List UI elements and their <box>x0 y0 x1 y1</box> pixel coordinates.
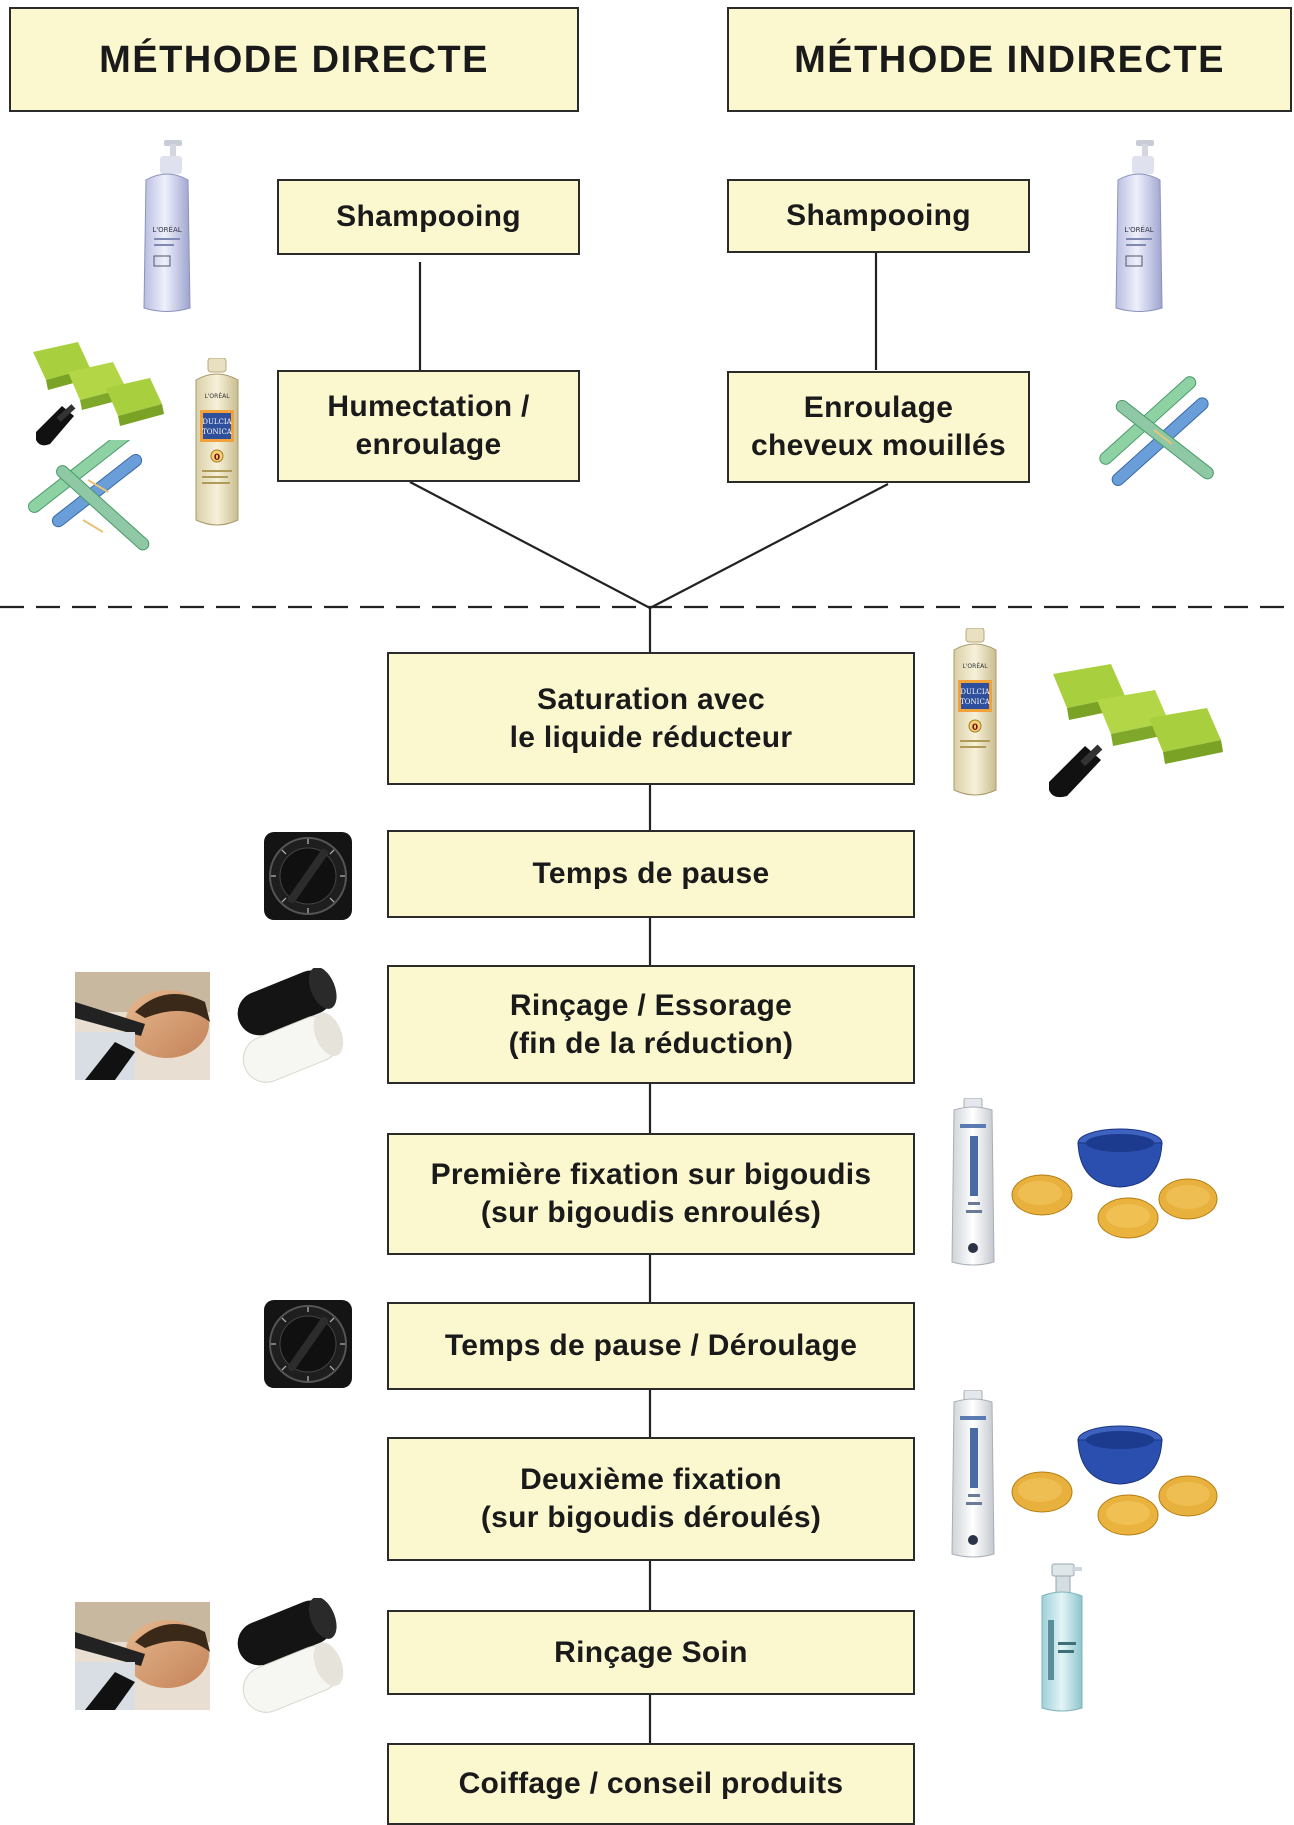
step-coiffage-label: Coiffage / conseil produits <box>458 1767 844 1800</box>
step-second-fixation-line2: (sur bigoudis déroulés) <box>480 1501 822 1534</box>
step-rincage-essorage: Rinçage / Essorage (fin de la réduction) <box>387 965 915 1084</box>
step-rincage-essorage-line1: Rinçage / Essorage <box>509 988 793 1022</box>
step-saturation: Saturation avec le liquide réducteur <box>387 652 915 785</box>
step-second-fixation-line1: Deuxième fixation <box>520 1463 782 1496</box>
lotion-brand-label: L'ORÉAL <box>962 662 988 670</box>
sponges-icon <box>1049 664 1223 798</box>
rollers-icon <box>28 440 150 551</box>
step-first-fixation-line2: (sur bigoudis enroulés) <box>480 1196 822 1229</box>
step-direct-humectation-line2: enroulage <box>355 428 502 461</box>
step-direct-humectation-line1: Humectation / <box>327 390 530 423</box>
lotion-name-1: DULCIA <box>202 418 232 426</box>
rinse-photo-icon <box>75 1602 210 1710</box>
bowl-icon <box>1011 1128 1218 1239</box>
bowl-icon <box>1011 1425 1218 1536</box>
lotion-number: 0 <box>972 723 978 733</box>
sponges-icon <box>33 342 164 446</box>
shampoo-brand-label: L'ORÉAL <box>152 225 181 234</box>
step-pause-1-label: Temps de pause <box>532 857 770 890</box>
fixing-bottle-icon <box>951 1390 995 1558</box>
step-saturation-line2: le liquide réducteur <box>509 720 793 754</box>
spray-icon <box>1041 1563 1083 1712</box>
shampoo-bottle-icon: L'ORÉAL <box>143 140 191 312</box>
header-indirect-label: MÉTHODE INDIRECTE <box>794 38 1225 81</box>
lotion-bottle-icon: L'ORÉAL DULCIA TONICA 0 <box>195 358 239 526</box>
fixing-bottle-icon <box>951 1098 995 1266</box>
lotion-name-1: DULCIA <box>960 688 990 696</box>
step-coiffage: Coiffage / conseil produits <box>387 1743 915 1825</box>
step-pause-1: Temps de pause <box>387 830 915 918</box>
step-indirect-shampoo: Shampooing <box>727 179 1030 253</box>
connector-indirect-merge <box>649 483 889 609</box>
step-direct-humectation: Humectation / enroulage <box>277 370 580 482</box>
step-rincage-soin-label: Rinçage Soin <box>554 1635 748 1669</box>
step-first-fixation: Première fixation sur bigoudis (sur bigo… <box>387 1133 915 1255</box>
lotion-brand-label: L'ORÉAL <box>204 392 230 400</box>
step-pause-deroulage-label: Temps de pause / Déroulage <box>444 1329 858 1362</box>
step-rincage-soin: Rinçage Soin <box>387 1610 915 1695</box>
shampoo-brand-label: L'ORÉAL <box>1124 225 1153 234</box>
step-indirect-shampoo-label: Shampooing <box>786 199 971 232</box>
step-saturation-line1: Saturation avec <box>537 682 765 716</box>
timer-icon <box>264 1300 352 1388</box>
lotion-name-2: TONICA <box>202 428 233 436</box>
towels-icon <box>237 968 344 1083</box>
step-direct-shampoo-label: Shampooing <box>336 200 521 233</box>
step-indirect-enroulage-line1: Enroulage <box>803 391 954 424</box>
header-direct-method: MÉTHODE DIRECTE <box>9 7 579 112</box>
step-rincage-essorage-line2: (fin de la réduction) <box>508 1026 794 1060</box>
timer-icon <box>264 832 352 920</box>
towels-icon <box>237 1598 344 1713</box>
step-second-fixation: Deuxième fixation (sur bigoudis déroulés… <box>387 1437 915 1561</box>
rinse-photo-icon <box>75 972 210 1080</box>
connector-direct-merge <box>409 481 651 609</box>
step-indirect-enroulage-line2: cheveux mouillés <box>751 429 1006 462</box>
header-direct-label: MÉTHODE DIRECTE <box>99 38 489 81</box>
lotion-bottle-icon: L'ORÉAL DULCIA TONICA 0 <box>953 628 997 796</box>
lotion-name-2: TONICA <box>960 698 991 706</box>
step-direct-shampoo: Shampooing <box>277 179 580 255</box>
shampoo-bottle-icon: L'ORÉAL <box>1115 140 1163 312</box>
step-indirect-enroulage: Enroulage cheveux mouillés <box>727 371 1030 483</box>
step-first-fixation-line1: Première fixation sur bigoudis <box>430 1158 872 1191</box>
lotion-number: 0 <box>214 453 220 463</box>
step-pause-deroulage: Temps de pause / Déroulage <box>387 1302 915 1390</box>
rollers-icon <box>1099 376 1214 486</box>
header-indirect-method: MÉTHODE INDIRECTE <box>727 7 1292 112</box>
